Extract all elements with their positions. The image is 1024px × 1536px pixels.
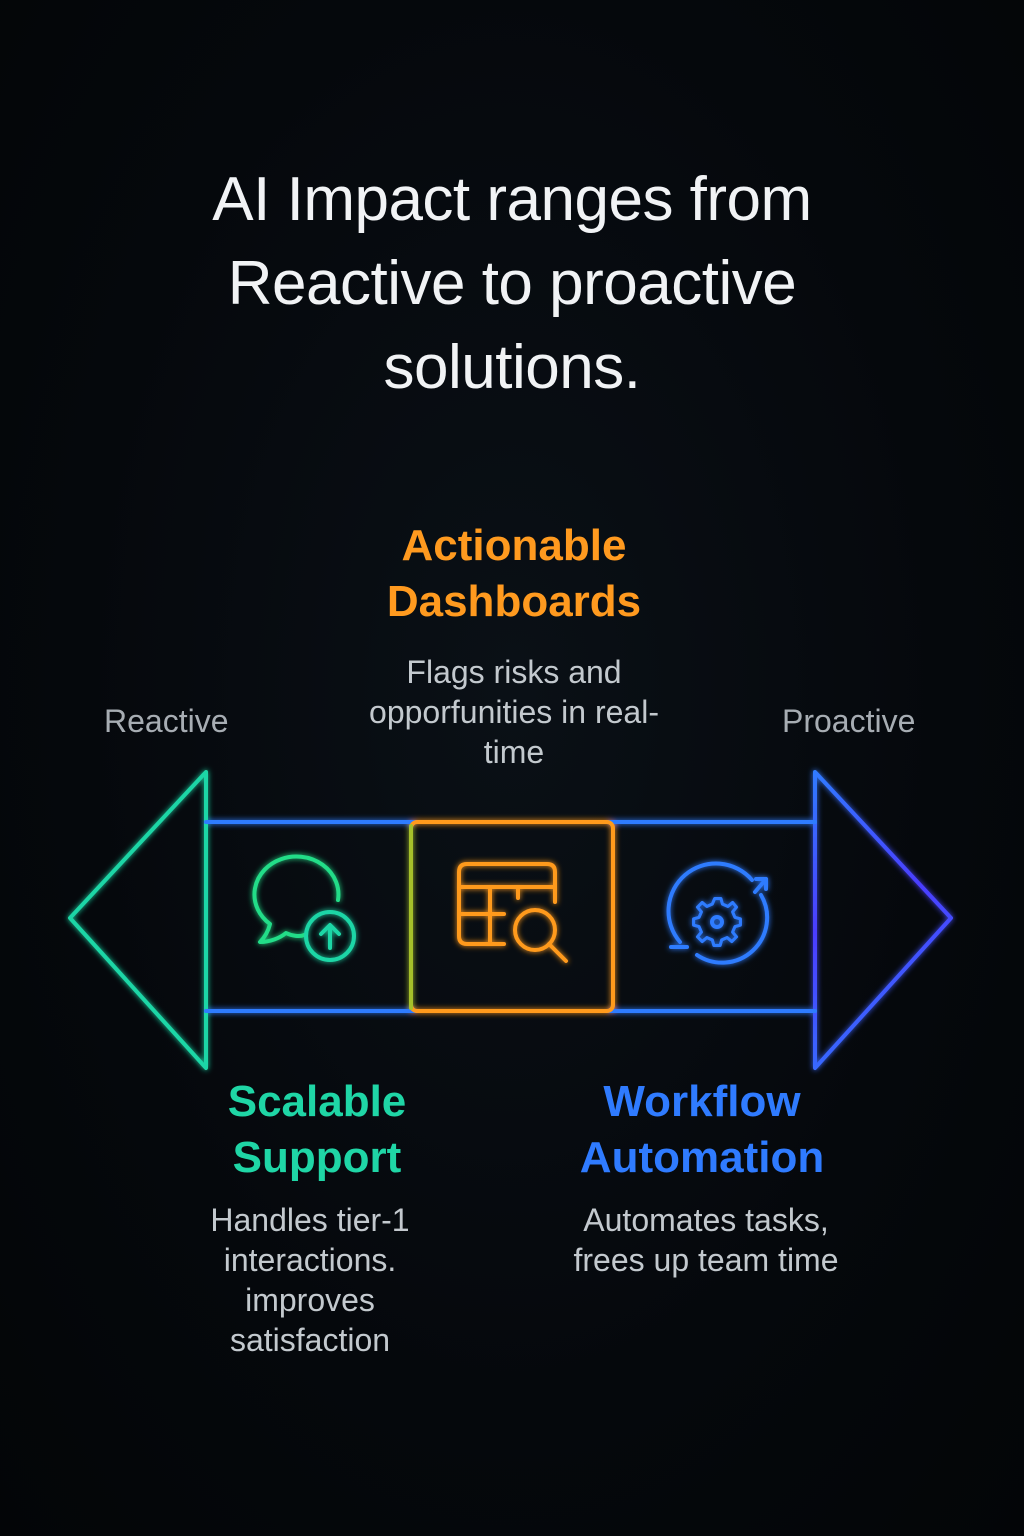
reactive-label: Reactive — [104, 703, 229, 739]
title-line: solutions. — [383, 333, 641, 402]
table-search-icon — [457, 862, 568, 963]
stage-title-automation: Workflow Automation — [579, 1077, 825, 1182]
dashboards-box — [409, 820, 615, 1013]
title-line: Reactive to proactive — [227, 249, 797, 318]
gear-cycle-icon — [666, 861, 770, 965]
right-arrowhead — [813, 770, 953, 1070]
stage-title-dashboards: Actionable Dashboards — [386, 521, 642, 626]
title-line: AI Impact ranges from — [212, 165, 812, 234]
page-title: AI Impact ranges from Reactive to proact… — [0, 158, 1024, 410]
proactive-label: Proactive — [782, 703, 916, 739]
stage-desc-support: Handles tier-1 interactions. improves sa… — [210, 1202, 410, 1358]
stage-desc-dashboards: Flags risks and opporfunities in real- t… — [369, 654, 659, 770]
stage-title-support: Scalable Support — [227, 1077, 407, 1182]
stage-desc-automation: Automates tasks, frees up team time — [573, 1202, 839, 1278]
left-arrowhead — [68, 770, 208, 1070]
chat-bubble-upload-icon — [252, 854, 356, 962]
